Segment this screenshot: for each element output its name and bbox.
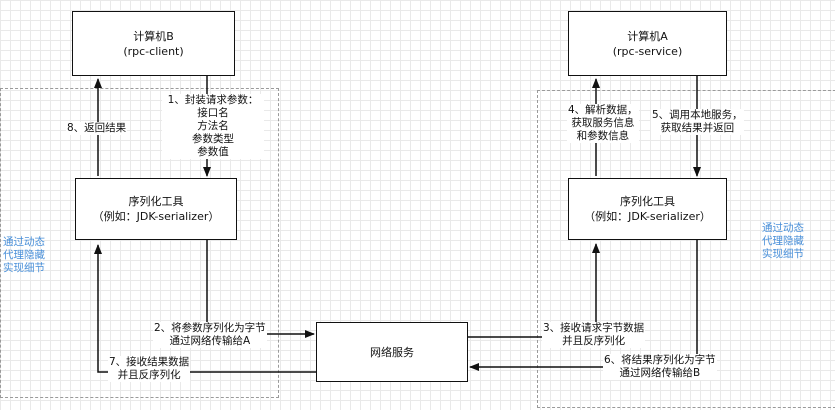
network-service-box: 网络服务 — [316, 322, 468, 382]
step4-line: 4、解析数据， — [568, 104, 638, 116]
proxy-note-left-line: 通过动态 — [3, 236, 45, 248]
computer-b-role: (rpc-client) — [123, 44, 184, 58]
step1-line: 参数值 — [197, 146, 229, 158]
serializer-left-box: 序列化工具 （例如：JDK-serializer） — [75, 178, 237, 240]
step5-line: 获取结果并返回 — [660, 122, 735, 134]
step4-line: 获取服务信息 — [571, 117, 635, 129]
proxy-note-left-line: 代理隐藏 — [3, 249, 45, 261]
step6-label: 6、将结果序列化为字节 通过网络传输给B — [603, 354, 717, 380]
step7-line: 并且反序列化 — [117, 369, 181, 381]
proxy-note-right-line: 代理隐藏 — [762, 235, 804, 247]
serializer-left-name: 序列化工具 — [128, 195, 184, 208]
computer-a-name: 计算机A — [627, 29, 668, 43]
step3-line: 并且反序列化 — [562, 335, 626, 347]
step1-line: 1、封装请求参数： — [167, 94, 259, 106]
computer-b-box: 计算机B (rpc-client) — [72, 11, 235, 76]
step8-label: 8、返回结果 — [66, 122, 128, 135]
step4-line: 和参数信息 — [576, 130, 630, 142]
network-service-name: 网络服务 — [370, 345, 414, 359]
serializer-right-box: 序列化工具 （例如：JDK-serializer） — [568, 178, 727, 240]
arrow-step7 — [94, 244, 316, 373]
step7-label: 7、接收结果数据 并且反序列化 — [108, 356, 191, 382]
computer-b-name: 计算机B — [133, 29, 174, 43]
step3-line: 3、接收请求字节数据 — [543, 322, 645, 334]
step2-line: 通过网络传输给A — [169, 335, 251, 347]
computer-a-box: 计算机A (rpc-service) — [568, 11, 727, 76]
step2-label: 2、将参数序列化为字节 通过网络传输给A — [153, 322, 267, 348]
proxy-note-right: 通过动态 代理隐藏 实现细节 — [758, 222, 808, 261]
proxy-note-right-line: 实现细节 — [762, 248, 804, 260]
step1-line: 方法名 — [197, 120, 229, 132]
step7-line: 7、接收结果数据 — [109, 356, 190, 368]
serializer-right-name: 序列化工具 — [620, 195, 675, 208]
step5-label: 5、调用本地服务， 获取结果并返回 — [651, 109, 744, 135]
step8-line: 8、返回结果 — [67, 122, 127, 134]
step1-label: 1、封装请求参数： 接口名 方法名 参数类型 参数值 — [162, 94, 264, 159]
proxy-note-left-line: 实现细节 — [3, 262, 45, 274]
client-proxy-zone — [0, 88, 279, 398]
step6-line: 通过网络传输给B — [619, 367, 701, 379]
serializer-right-example: （例如：JDK-serializer） — [584, 210, 711, 223]
step6-line: 6、将结果序列化为字节 — [604, 354, 716, 366]
service-proxy-zone — [537, 90, 835, 408]
serializer-left-example: （例如：JDK-serializer） — [92, 210, 220, 223]
arrow-step2 — [206, 240, 315, 338]
step3-label: 3、接收请求字节数据 并且反序列化 — [542, 322, 646, 348]
step5-line: 5、调用本地服务， — [652, 109, 743, 121]
proxy-note-left: 通过动态 代理隐藏 实现细节 — [2, 236, 46, 275]
proxy-note-right-line: 通过动态 — [762, 222, 804, 234]
step4-label: 4、解析数据， 获取服务信息 和参数信息 — [567, 104, 639, 143]
computer-a-role: (rpc-service) — [612, 44, 683, 58]
step2-line: 2、将参数序列化为字节 — [154, 322, 266, 334]
step1-line: 接口名 — [197, 107, 229, 119]
step1-line: 参数类型 — [192, 133, 234, 145]
